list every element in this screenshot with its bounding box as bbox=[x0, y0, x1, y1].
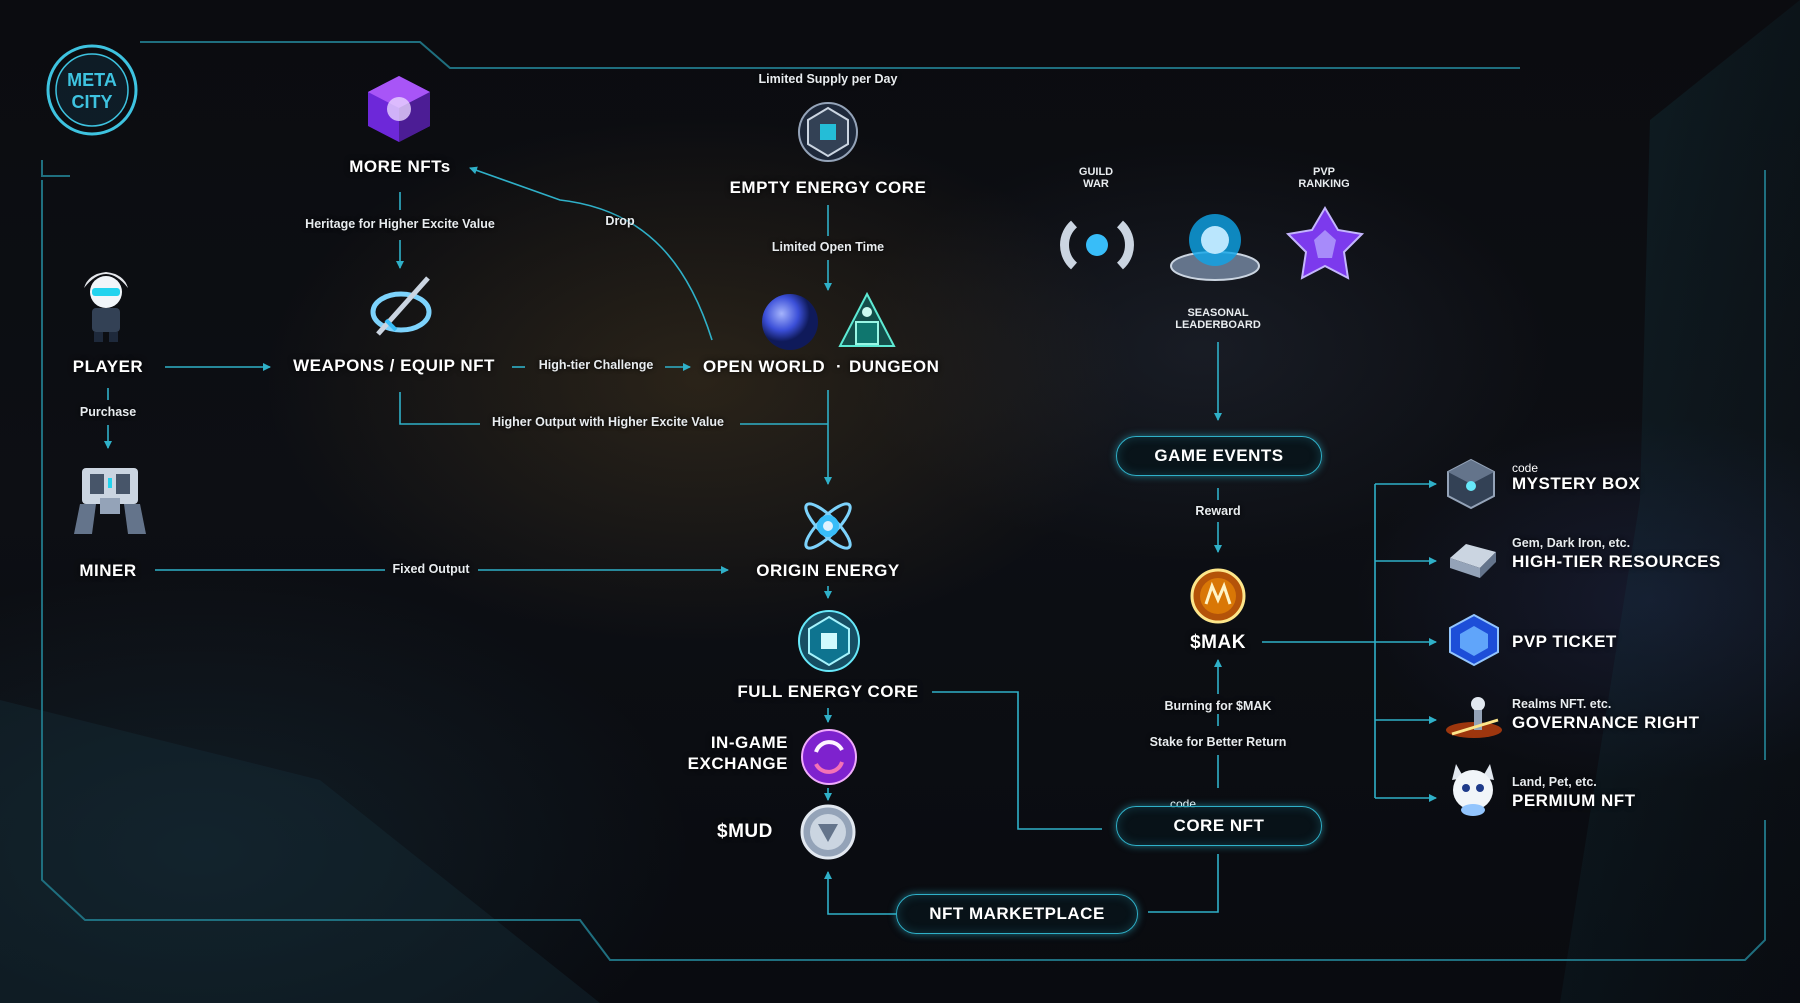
iron-ingot-icon bbox=[1446, 538, 1500, 582]
more-nfts-label: MORE NFTs bbox=[349, 157, 451, 176]
heritage-edge-label: Heritage for Higher Excite Value bbox=[305, 217, 495, 231]
limited-supply-label: Limited Supply per Day bbox=[758, 72, 898, 86]
mak-label: $MAK bbox=[1190, 632, 1246, 653]
player-avatar-icon bbox=[74, 264, 138, 344]
fixed-output-label: Fixed Output bbox=[392, 562, 470, 576]
weapons-equip-nft-label: WEAPONS / EQUIP NFT bbox=[293, 356, 495, 375]
miner-label: MINER bbox=[79, 561, 137, 580]
svg-text:META: META bbox=[67, 70, 117, 90]
seasonal-line-2: LEADERBOARD bbox=[1175, 319, 1261, 331]
full-core-icon bbox=[796, 608, 862, 674]
open-world-label: OPEN WORLD bbox=[703, 357, 826, 376]
pvp-ticket-icon bbox=[1446, 612, 1502, 668]
governance-icon bbox=[1444, 690, 1504, 746]
pvp-ticket-label: PVP TICKET bbox=[1512, 632, 1617, 651]
miner-mech-icon bbox=[70, 458, 150, 538]
glass-panel-left bbox=[0, 700, 600, 1003]
full-energy-core-label: FULL ENERGY CORE bbox=[737, 682, 919, 701]
guild-war-label: GUILD WAR bbox=[1079, 166, 1113, 190]
pet-creature-icon bbox=[1446, 760, 1500, 818]
origin-energy-label: ORIGIN ENERGY bbox=[756, 561, 900, 580]
mud-label: $MUD bbox=[717, 821, 773, 842]
limited-open-time-label: Limited Open Time bbox=[771, 240, 885, 254]
purchase-edge-label: Purchase bbox=[79, 405, 137, 419]
mystery-box-label: MYSTERY BOX bbox=[1512, 474, 1641, 493]
pvp-ranking-label: PVP RANKING bbox=[1298, 166, 1349, 190]
high-tier-challenge-label: High-tier Challenge bbox=[538, 358, 654, 372]
separator-dot: · bbox=[836, 357, 843, 376]
game-events-pill: GAME EVENTS bbox=[1116, 436, 1322, 476]
origin-energy-icon bbox=[794, 492, 862, 560]
high-tier-resources-label: HIGH-TIER RESOURCES bbox=[1512, 552, 1721, 571]
stake-edge-label: Stake for Better Return bbox=[1149, 735, 1287, 749]
pvp-ranking-icon bbox=[1282, 204, 1368, 290]
mystery-box-note: code bbox=[1512, 461, 1539, 475]
in-game-label: IN-GAME bbox=[710, 733, 788, 752]
guild-war-icon bbox=[1054, 208, 1140, 282]
drop-edge-label: Drop bbox=[605, 214, 635, 228]
guild-war-line-2: WAR bbox=[1083, 178, 1109, 190]
seasonal-line-1: SEASONAL bbox=[1187, 307, 1249, 319]
reward-edge-label: Reward bbox=[1195, 504, 1241, 518]
glass-panel-right bbox=[1560, 0, 1800, 1003]
purple-cube-icon bbox=[362, 72, 436, 146]
player-label: PLAYER bbox=[72, 357, 144, 376]
higher-output-label: Higher Output with Higher Excite Value bbox=[492, 415, 724, 429]
pvp-ranking-line-1: PVP bbox=[1312, 166, 1335, 178]
planet-icon bbox=[760, 292, 820, 352]
exchange-icon bbox=[800, 728, 858, 786]
dungeon-label: DUNGEON bbox=[849, 357, 940, 376]
mak-coin-icon bbox=[1190, 568, 1246, 624]
exchange-label: EXCHANGE bbox=[687, 754, 788, 773]
seasonal-leaderboard-icon bbox=[1166, 204, 1264, 290]
core-nft-pill: CORE NFT bbox=[1116, 806, 1322, 846]
dungeon-icon bbox=[836, 290, 898, 352]
permium-nft-label: PERMIUM NFT bbox=[1512, 791, 1636, 810]
permium-nft-note: Land, Pet, etc. bbox=[1512, 775, 1597, 789]
burning-edge-label: Burning for $MAK bbox=[1164, 699, 1272, 713]
mystery-box-icon bbox=[1444, 456, 1498, 510]
seasonal-leaderboard-label: SEASONAL LEADERBOARD bbox=[1175, 307, 1261, 331]
governance-right-note: Realms NFT. etc. bbox=[1512, 697, 1612, 711]
sword-ring-icon bbox=[364, 272, 438, 342]
empty-core-icon bbox=[796, 100, 860, 164]
empty-energy-core-label: EMPTY ENERGY CORE bbox=[729, 178, 927, 197]
guild-war-line-1: GUILD bbox=[1078, 166, 1114, 178]
svg-text:CITY: CITY bbox=[71, 92, 112, 112]
nft-marketplace-pill: NFT MARKETPLACE bbox=[896, 894, 1138, 934]
pvp-ranking-line-2: RANKING bbox=[1298, 178, 1350, 190]
high-tier-resources-note: Gem, Dark Iron, etc. bbox=[1512, 536, 1631, 550]
governance-right-label: GOVERNANCE RIGHT bbox=[1512, 713, 1700, 732]
mud-coin-icon bbox=[800, 804, 856, 860]
outer-frame bbox=[41, 41, 1766, 961]
meta-city-logo: META CITY bbox=[44, 42, 140, 138]
